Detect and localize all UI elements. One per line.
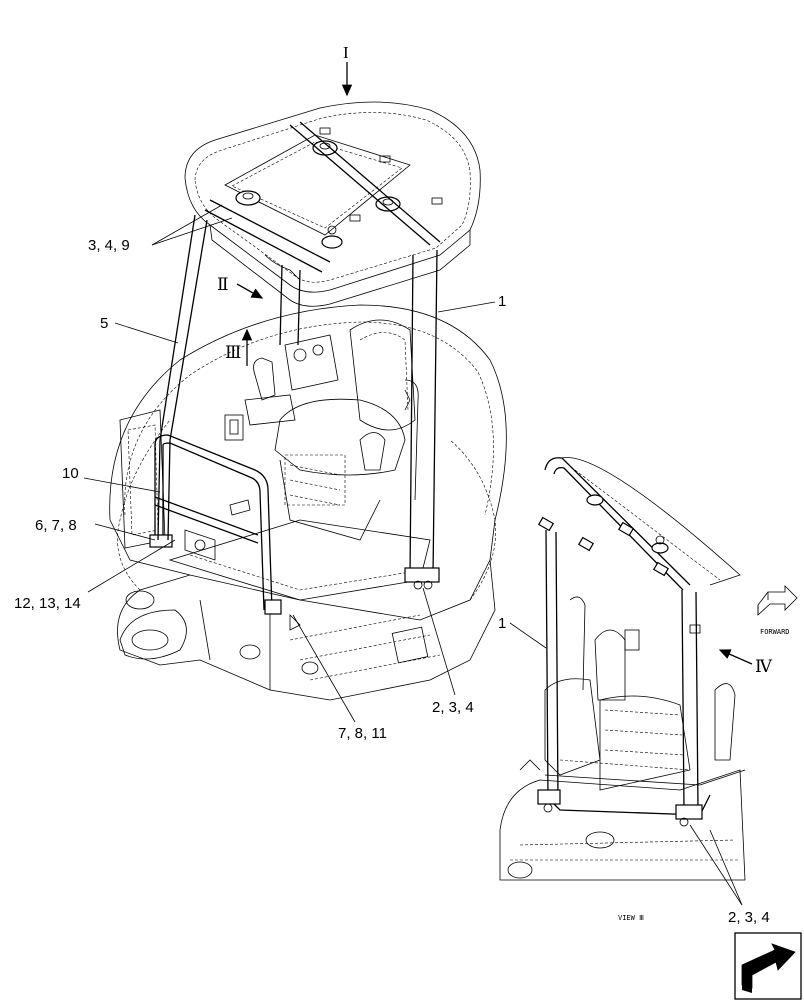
view-ii-label: Ⅱ (217, 275, 229, 294)
callouts-main: I 3, 4, 9 Ⅱ 1 5 Ⅲ 10 6, 7, 8 12, 13, 14 … (14, 43, 506, 742)
callout-6-7-8: 6, 7, 8 (35, 517, 77, 534)
forward-label: FORWARD (760, 628, 790, 636)
forward-indicator: FORWARD (757, 585, 798, 636)
callout-2-3-4-detail: 2, 3, 4 (728, 909, 770, 926)
callout-3-4-9: 3, 4, 9 (88, 237, 130, 254)
view-iii-label: Ⅲ (225, 343, 241, 362)
callout-7-8-11: 7, 8, 11 (338, 725, 387, 742)
detail-view-illustration (499, 457, 746, 881)
callout-1-top: 1 (498, 293, 506, 310)
callout-5: 5 (100, 315, 108, 332)
forward-arrow-icon (757, 585, 798, 616)
main-machine-illustration (109, 101, 507, 701)
callouts-detail: 1 Ⅳ 2, 3, 4 VIEW Ⅲ (498, 615, 773, 926)
page-turn-arrow-icon[interactable] (734, 932, 802, 1000)
view-iv-label: Ⅳ (755, 657, 773, 676)
callout-10: 10 (62, 465, 79, 482)
callout-2-3-4-main: 2, 3, 4 (432, 699, 474, 716)
callout-12-13-14: 12, 13, 14 (14, 595, 81, 612)
view-i-label: I (343, 43, 349, 62)
callout-1-detail: 1 (498, 615, 506, 632)
view-caption: VIEW Ⅲ (618, 914, 644, 922)
